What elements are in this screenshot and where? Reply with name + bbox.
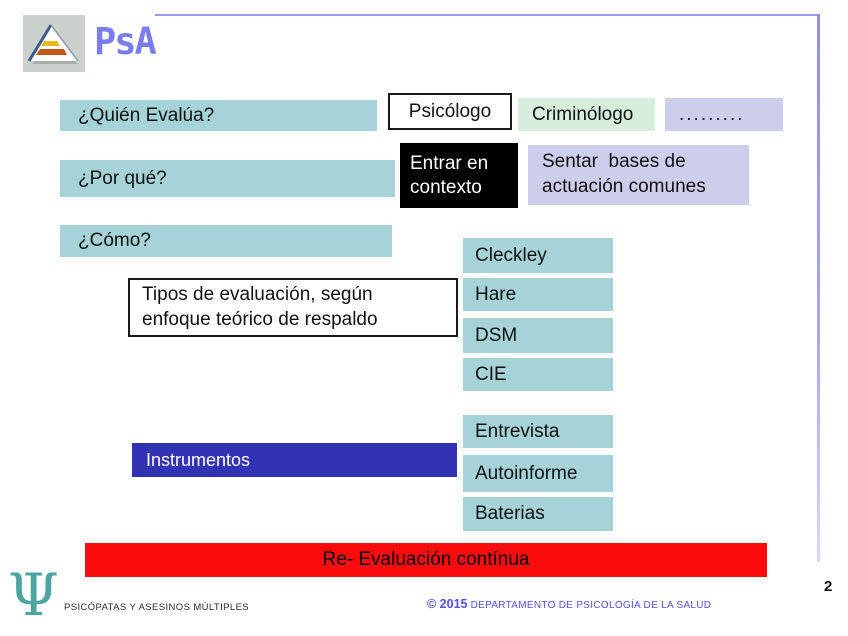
common-bases-box: Sentar bases de actuación comunes [528, 145, 749, 205]
footer-course-title: PSICÓPATAS Y ASESINOS MÚLTIPLES [64, 602, 250, 613]
instrument-item-autoinforme: Autoinforme [463, 455, 613, 492]
top-border-line [155, 14, 819, 16]
answer-others-dots: ......... [665, 98, 783, 131]
answer-psychologist: Psicólogo [388, 93, 512, 130]
university-mountain-logo-icon [23, 15, 85, 72]
re-evaluation-banner: Re- Evaluación contínua [85, 543, 767, 577]
approach-item-dsm: DSM [463, 318, 613, 353]
page-number: 2 [824, 578, 833, 595]
question-why: ¿Por qué? [60, 160, 395, 197]
question-who-evaluates: ¿Quién Evalúa? [60, 100, 377, 131]
question-how: ¿Cómo? [60, 225, 392, 257]
context-box: Entrar en contexto [400, 143, 518, 208]
footer-copyright-year: © 2015 [427, 597, 468, 611]
psi-symbol-icon: Ψ [8, 561, 59, 629]
approach-item-hare: Hare [463, 278, 613, 311]
instrument-item-baterias: Baterias [463, 497, 613, 531]
approach-item-cie: CIE [463, 358, 613, 391]
brand-text: PsA [94, 20, 157, 63]
footer-department: DEPARTAMENTO DE PSICOLOGÍA DE LA SALUD [470, 600, 712, 611]
instrument-item-entrevista: Entrevista [463, 415, 613, 448]
footer-copyright: © 2015 DEPARTAMENTO DE PSICOLOGÍA DE LA … [427, 597, 711, 611]
right-border-line [817, 14, 820, 562]
instruments-label: Instrumentos [132, 443, 457, 477]
answer-criminologist: Criminólogo [518, 98, 655, 131]
approach-item-cleckley: Cleckley [463, 238, 613, 273]
evaluation-types-box: Tipos de evaluación, según enfoque teóri… [128, 278, 458, 337]
